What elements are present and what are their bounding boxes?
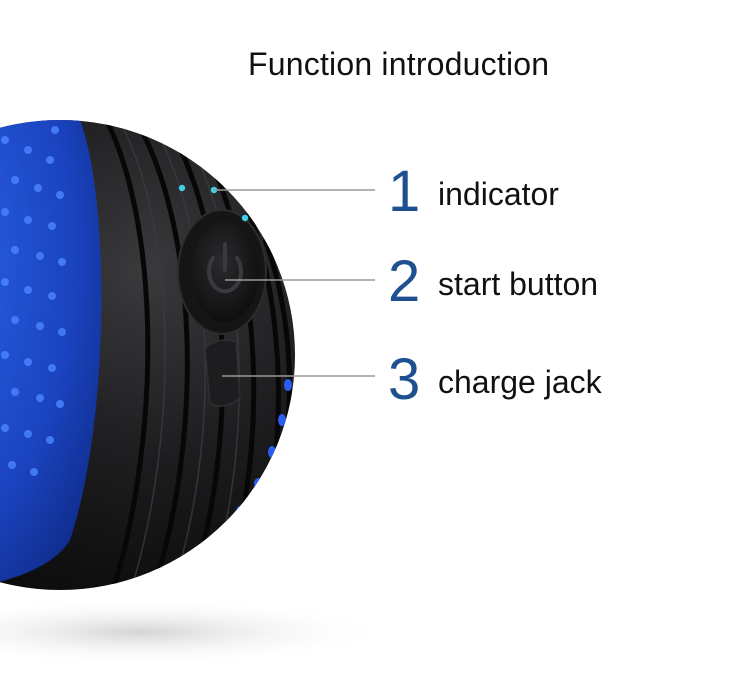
callout-label: start button <box>438 266 599 302</box>
page-title: Function introduction <box>248 46 550 82</box>
floor-shadow <box>0 598 390 666</box>
power-icon <box>207 242 243 294</box>
callout-number: 3 <box>388 347 421 412</box>
leader-lines <box>214 189 375 377</box>
blue-panel <box>0 120 102 590</box>
blue-nubs <box>1 120 66 476</box>
callout-label: indicator <box>438 176 559 212</box>
callout-number: 1 <box>388 159 421 224</box>
callout-label: charge jack <box>438 364 602 400</box>
charge-jack-cover <box>204 339 241 407</box>
callout-number: 2 <box>388 249 421 314</box>
